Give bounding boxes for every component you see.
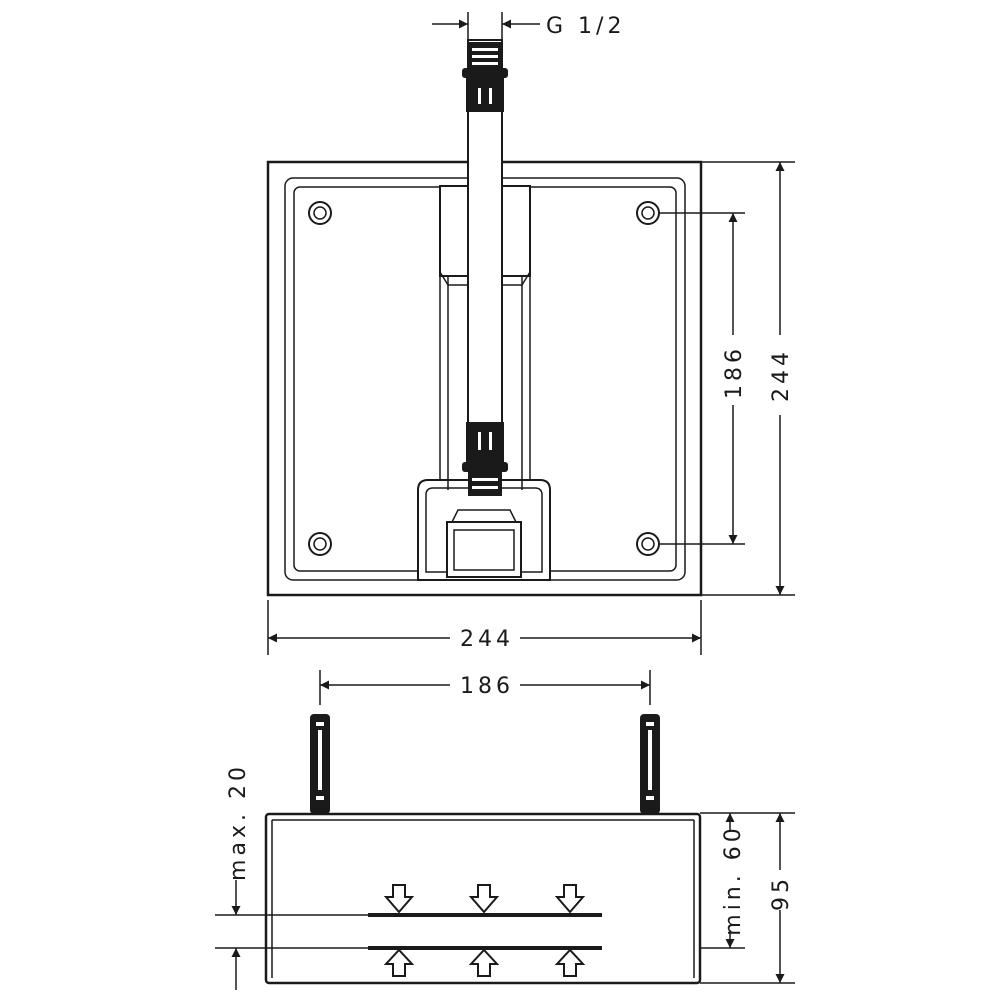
hole-spacing-vertical-label: 186 — [722, 345, 747, 399]
side-view — [264, 714, 702, 985]
pipe-fitting-top — [462, 42, 508, 112]
valve-body — [446, 521, 522, 578]
side-box — [264, 812, 702, 985]
width-label: 244 — [460, 627, 514, 652]
hole-spacing-vertical-dim — [660, 212, 745, 545]
height-dim — [701, 161, 795, 596]
thread-dimension — [432, 12, 540, 40]
max-depth-dim — [215, 880, 400, 990]
hole-spacing-horizontal-dim — [319, 670, 651, 705]
pipe-fitting-bottom — [462, 422, 508, 496]
wall-anchor-right — [640, 714, 660, 814]
press-arrows-up — [383, 948, 586, 977]
total-depth-dim — [700, 812, 795, 984]
total-depth-label: 95 — [769, 875, 794, 911]
min-depth-dim — [700, 812, 745, 949]
mounting-holes — [308, 201, 660, 556]
hole-spacing-horizontal-label: 186 — [460, 674, 514, 699]
press-arrows-down — [383, 884, 586, 914]
max-depth-label: max. 20 — [226, 763, 251, 881]
height-label: 244 — [769, 348, 794, 402]
width-dim — [267, 600, 702, 655]
top-view — [266, 39, 703, 597]
wall-anchor-left — [310, 714, 330, 814]
thread-label: G 1/2 — [546, 14, 625, 39]
min-depth-label: min. 60 — [721, 824, 746, 935]
